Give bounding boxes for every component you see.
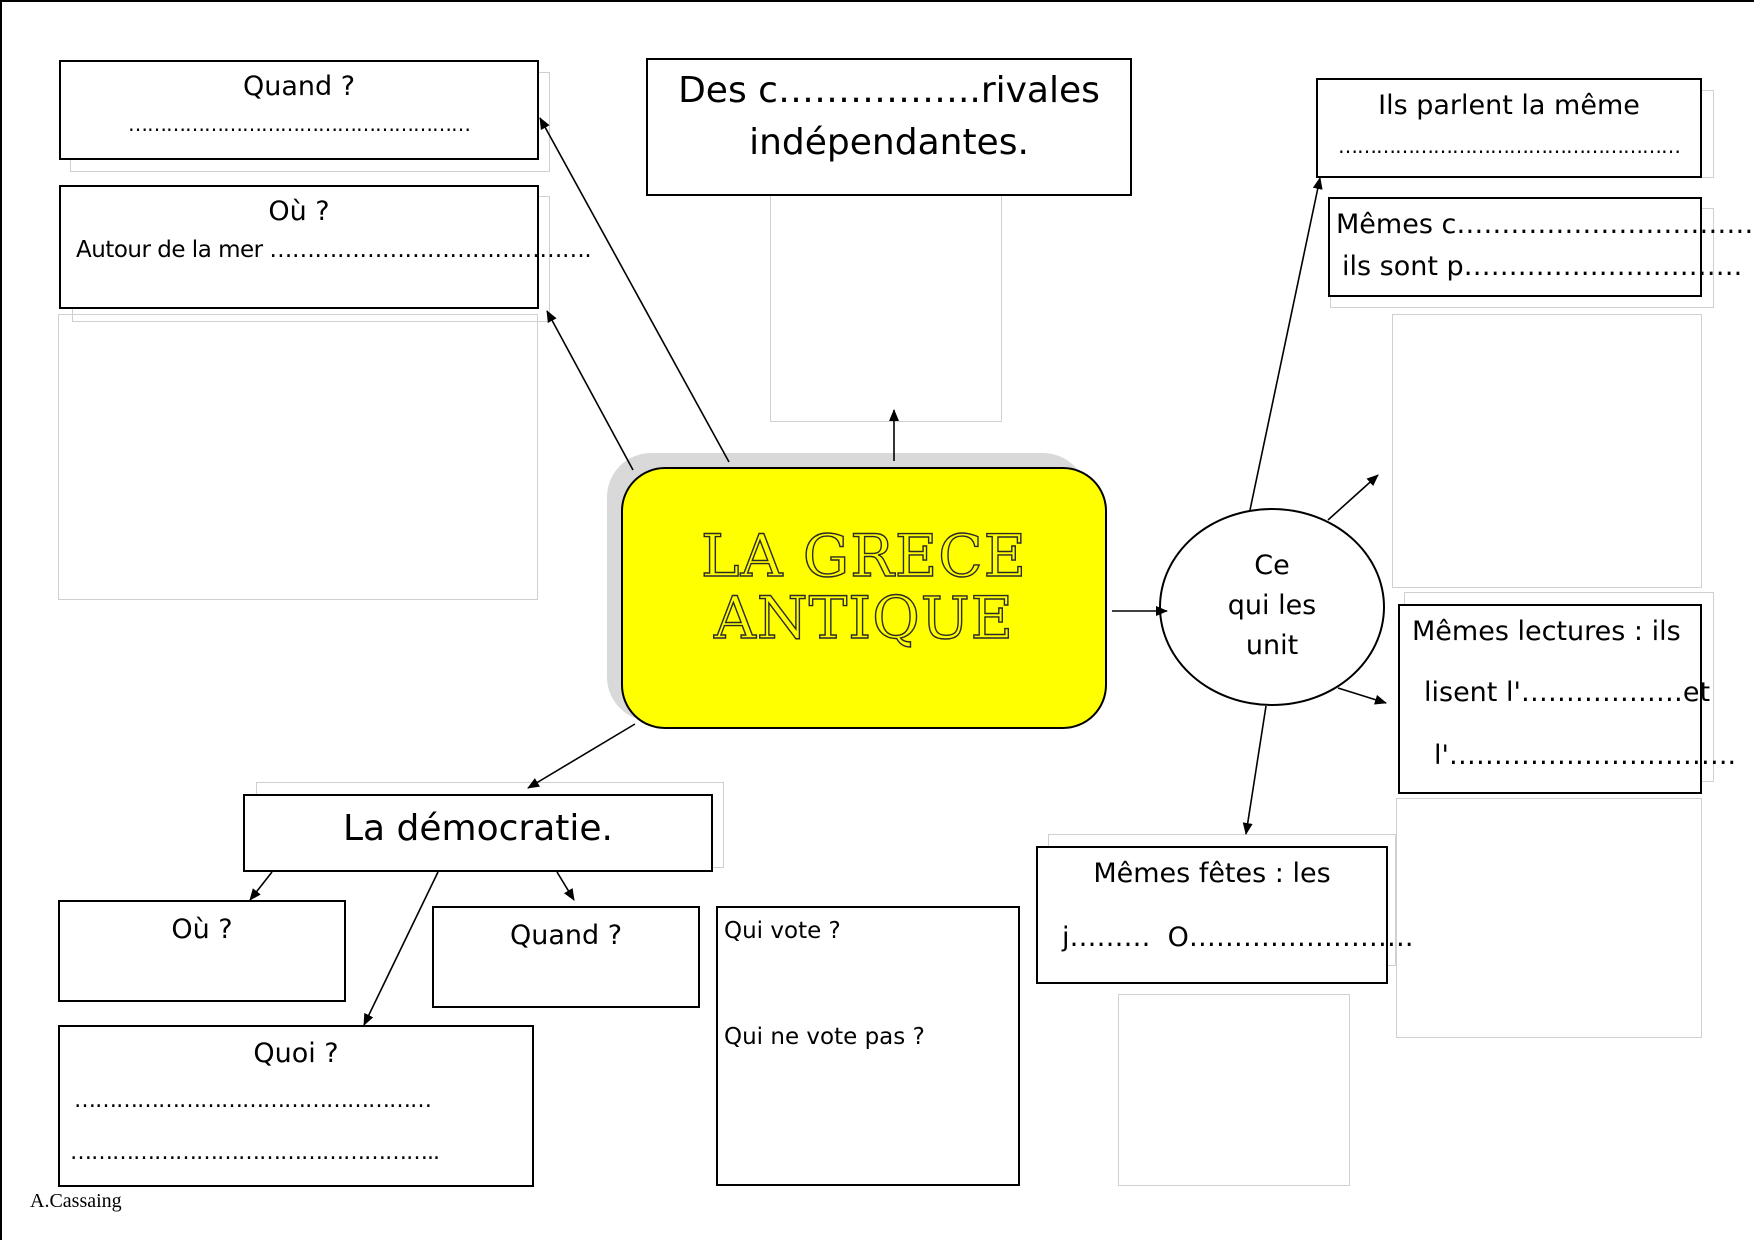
- hub-line2: qui les: [1227, 590, 1317, 621]
- arrow-to-quand: [539, 117, 730, 463]
- hub-line3: unit: [1245, 630, 1299, 661]
- box-langue: [1316, 78, 1702, 178]
- lectures-line1: Mêmes lectures : ils: [1412, 616, 1681, 647]
- box-ou-top: [59, 185, 539, 309]
- ou-prompt: Autour de la mer …………………………………….: [76, 237, 592, 263]
- center-title-line2: ANTIQUE: [713, 584, 1014, 652]
- arrow-to-langue: [1249, 177, 1323, 511]
- quand-blank: ………………………………………………: [128, 112, 471, 136]
- author-credit: A.Cassaing: [30, 1190, 122, 1212]
- empty-box-right-bottom: [1396, 798, 1702, 1038]
- box-democratie: [243, 794, 713, 872]
- box-ou-bottom: [58, 900, 346, 1002]
- democratie-title: La démocratie.: [342, 808, 614, 849]
- quand-title: Quand ?: [242, 71, 356, 102]
- langue-line1: Ils parlent la même: [1378, 90, 1640, 121]
- vote-q1: Qui vote ?: [724, 918, 841, 944]
- box-quand-bottom: [432, 906, 700, 1008]
- arrow-to-ou-bottom: [249, 871, 273, 901]
- croyances-line1: Mêmes c…………………………… :: [1336, 209, 1754, 240]
- box-quand: [59, 60, 539, 160]
- arrow-to-ou: [546, 310, 634, 471]
- box-cites: [646, 58, 1132, 196]
- box-vote: [716, 906, 1020, 1186]
- center-title: LA GRECE ANTIQUE: [621, 522, 1107, 652]
- arrow-to-quoi: [363, 871, 439, 1026]
- quand-bottom-title: Quand ?: [509, 920, 623, 951]
- center-title-line1: LA GRECE: [700, 522, 1027, 590]
- box-croyances: [1328, 197, 1702, 297]
- arrow-to-quand-bottom: [556, 871, 575, 901]
- langue-line2: ………………………………………………: [1338, 134, 1681, 158]
- quoi-line2: ……………………………………………..: [70, 1140, 440, 1165]
- empty-box-right: [1392, 314, 1702, 588]
- hub-line1: Ce: [1254, 550, 1290, 581]
- cites-line1: Des c……………..rivales: [678, 70, 1100, 111]
- lectures-line3: l'…………………………..: [1434, 740, 1737, 771]
- vote-q2: Qui ne vote pas ?: [724, 1024, 925, 1050]
- box-fetes: [1036, 846, 1388, 984]
- fetes-line1: Mêmes fêtes : les: [1093, 858, 1331, 889]
- cites-line2: indépendantes.: [749, 122, 1029, 163]
- center-node: [621, 467, 1107, 729]
- quoi-line1: ……………………………………………: [74, 1088, 432, 1113]
- empty-box-left: [58, 314, 538, 600]
- box-lectures: [1398, 604, 1702, 794]
- empty-box-fetes: [1118, 994, 1350, 1186]
- arrow-to-lectures: [1337, 687, 1387, 705]
- arrow-to-croyances-area: [1327, 474, 1379, 521]
- hub-text: Ce qui les unit: [1159, 546, 1385, 666]
- croyances-line2: ils sont p………………………….: [1342, 251, 1743, 282]
- ou-bottom-title: Où ?: [171, 914, 233, 945]
- hub-circle: [1159, 508, 1385, 706]
- lectures-line2: lisent l'………………et: [1424, 677, 1711, 708]
- quoi-title: Quoi ?: [253, 1038, 339, 1069]
- arrow-to-fetes: [1242, 705, 1267, 835]
- fetes-line2: j……… O…………………….: [1062, 922, 1414, 953]
- box-quoi: [58, 1025, 534, 1187]
- arrow-to-democratie: [527, 723, 636, 789]
- ou-title: Où ?: [268, 196, 330, 227]
